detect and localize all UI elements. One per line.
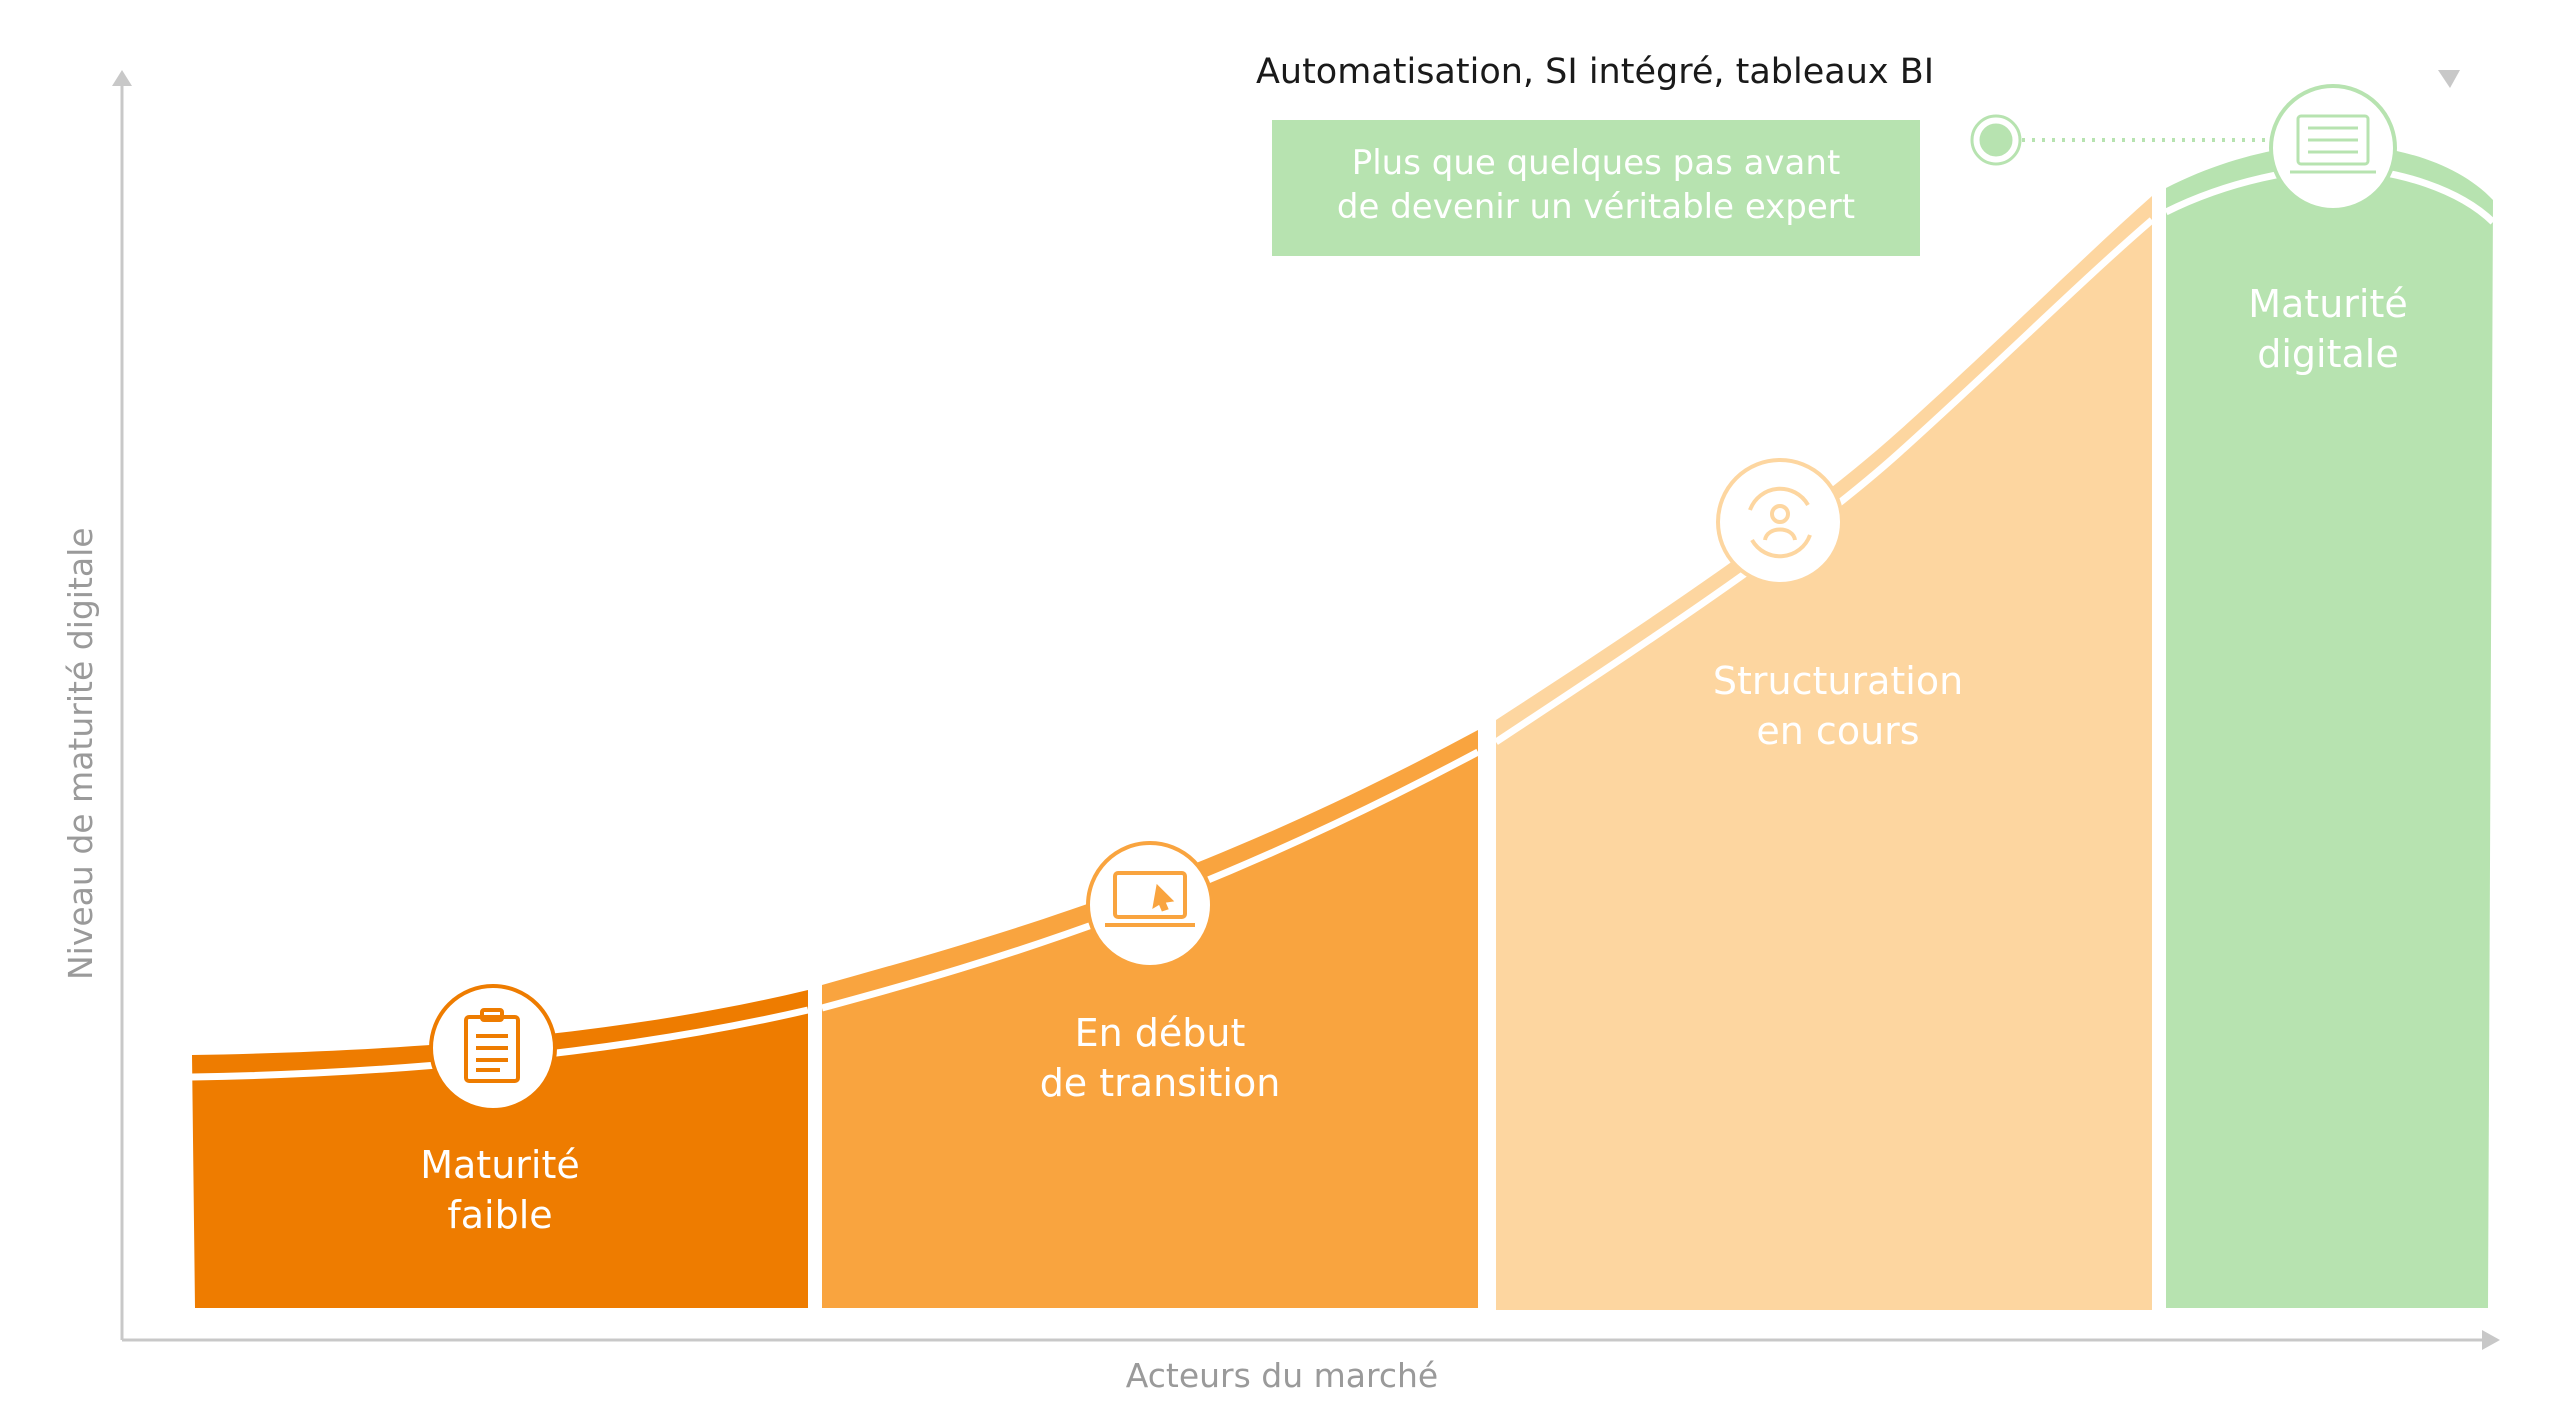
callout: Automatisation, SI intégré, tableaux BI … xyxy=(1256,52,2270,256)
stage-label-line2: de transition xyxy=(1040,1061,1281,1105)
y-axis-arrow-icon xyxy=(112,70,132,86)
stage-structuration-en-cours: Structuration en cours xyxy=(1494,196,2155,1310)
stage-band xyxy=(1496,196,2152,1310)
axes xyxy=(112,70,2500,1350)
stage-label-line1: Maturité xyxy=(420,1143,580,1187)
laptop-glyph xyxy=(1105,871,1195,927)
clipboard-glyph xyxy=(464,1008,520,1083)
user-cycle-glyph xyxy=(1748,486,1812,559)
laptop-cursor-icon xyxy=(1086,841,1214,969)
stage-maturite-faible: Maturité faible xyxy=(191,984,809,1308)
y-axis-label: Niveau de maturité digitale xyxy=(61,527,100,980)
band-crest xyxy=(1494,217,2155,745)
connector-dot-ring xyxy=(1970,114,2022,166)
binary-laptop-icon xyxy=(2269,84,2397,212)
binary-laptop-glyph xyxy=(2290,114,2376,174)
stage-maturite-digitale: Maturité digitale xyxy=(2164,84,2496,1309)
callout-line1: Plus que quelques pas avant xyxy=(1352,143,1841,183)
stage-label-line1: Maturité xyxy=(2248,282,2408,326)
stage-label-line2: digitale xyxy=(2257,332,2398,376)
stage-band xyxy=(2166,144,2493,1309)
corner-arrow-icon xyxy=(2438,70,2460,88)
callout-box xyxy=(1272,120,1920,256)
x-axis-arrow-icon xyxy=(2482,1330,2500,1350)
stage-en-debut-de-transition: En début de transition xyxy=(821,730,1480,1308)
stage-label-line1: Structuration xyxy=(1713,659,1963,703)
stage-label-line1: En début xyxy=(1075,1011,1246,1055)
stage-band xyxy=(822,730,1478,1308)
x-axis-label: Acteurs du marché xyxy=(1126,1356,1438,1395)
connector-dot xyxy=(1974,118,2018,162)
callout-title: Automatisation, SI intégré, tableaux BI xyxy=(1256,52,1934,92)
stage-label-line2: en cours xyxy=(1756,709,1919,753)
stage-label-line2: faible xyxy=(447,1193,552,1237)
callout-line2: de devenir un véritable expert xyxy=(1337,187,1855,227)
